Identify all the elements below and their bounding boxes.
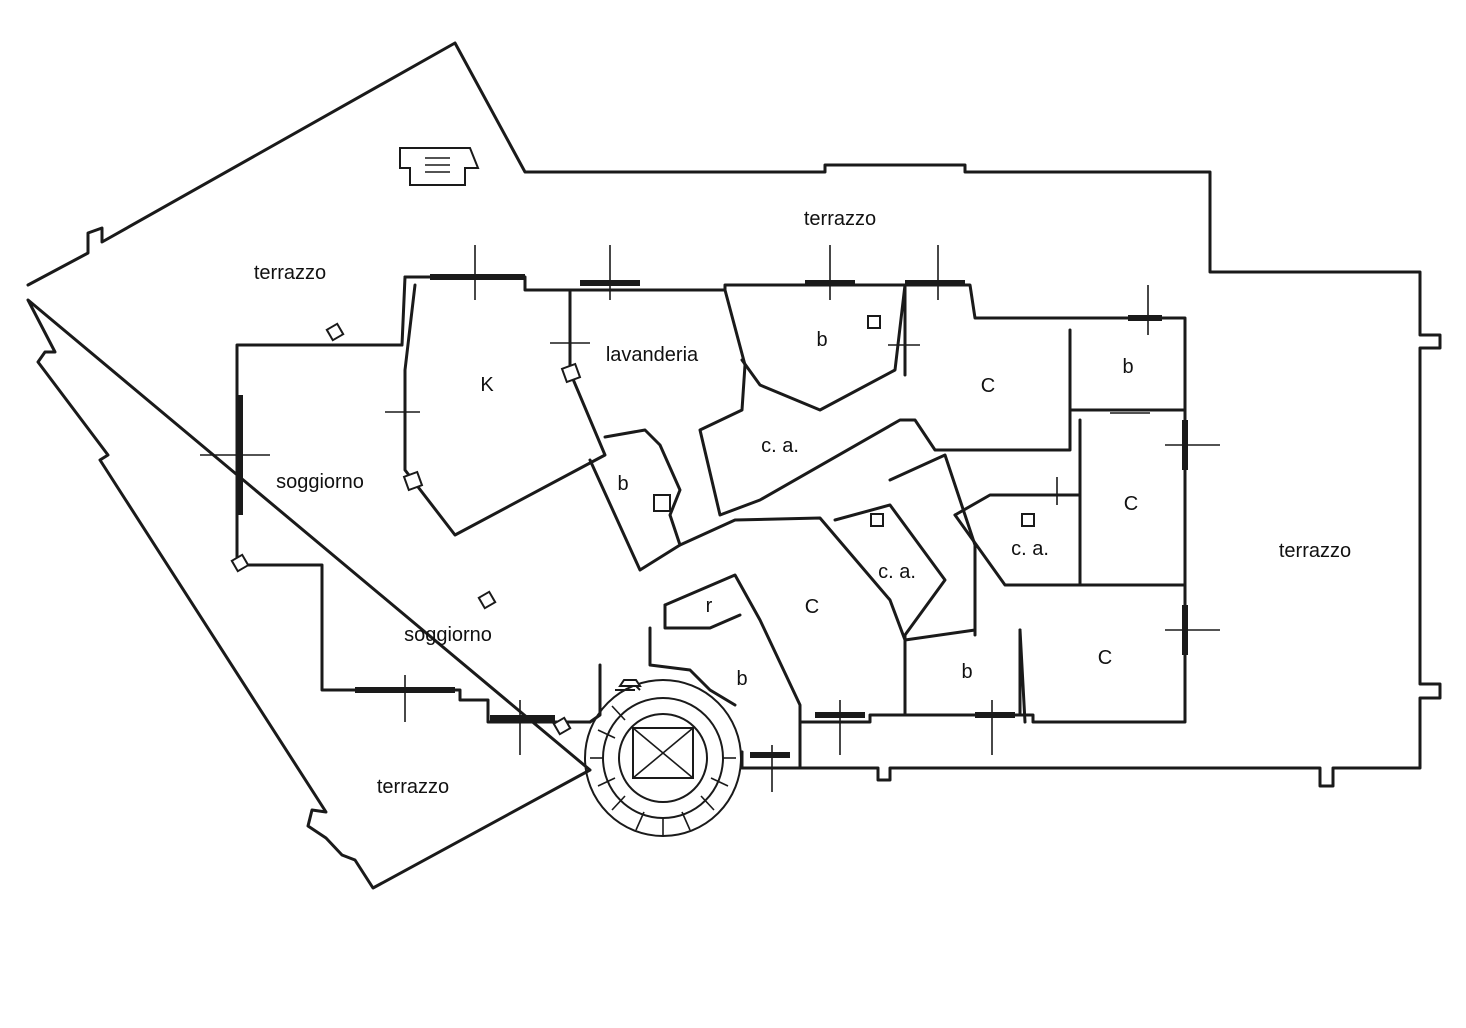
spiral-staircase — [584, 679, 742, 837]
fixtures — [230, 147, 1035, 736]
room-label-soggiorno-2: soggiorno — [404, 624, 492, 646]
windows — [237, 274, 1188, 758]
room-label-bath-4: b — [736, 668, 747, 690]
room-label-bath-3: b — [617, 473, 628, 495]
room-label-storage-r: r — [706, 595, 713, 617]
room-label-kitchen: K — [480, 374, 494, 396]
room-label-terrazzo-e: terrazzo — [1279, 540, 1351, 562]
room-label-bedroom-3: C — [805, 596, 819, 618]
room-label-closet-2: c. a. — [878, 561, 916, 583]
room-labels: terrazzo terrazzo terrazzo terrazzo lava… — [254, 208, 1351, 798]
room-label-bath-1: b — [816, 329, 827, 351]
room-label-soggiorno-1: soggiorno — [276, 471, 364, 493]
room-label-bath-2: b — [1122, 356, 1133, 378]
room-label-bedroom-4: C — [1098, 647, 1112, 669]
room-label-bath-5: b — [961, 661, 972, 683]
axis-ticks — [200, 245, 1220, 792]
room-label-bedroom-2: C — [1124, 493, 1138, 515]
room-label-bedroom-1: C — [981, 375, 995, 397]
outer-boundary — [26, 41, 1442, 890]
room-label-terrazzo-sw: terrazzo — [377, 776, 449, 798]
room-label-lavanderia: lavanderia — [606, 344, 699, 366]
room-label-closet-3: c. a. — [1011, 538, 1049, 560]
room-label-terrazzo-nw: terrazzo — [254, 262, 326, 284]
interior-walls — [235, 275, 1187, 770]
room-label-closet-1: c. a. — [761, 435, 799, 457]
room-label-terrazzo-n: terrazzo — [804, 208, 876, 230]
